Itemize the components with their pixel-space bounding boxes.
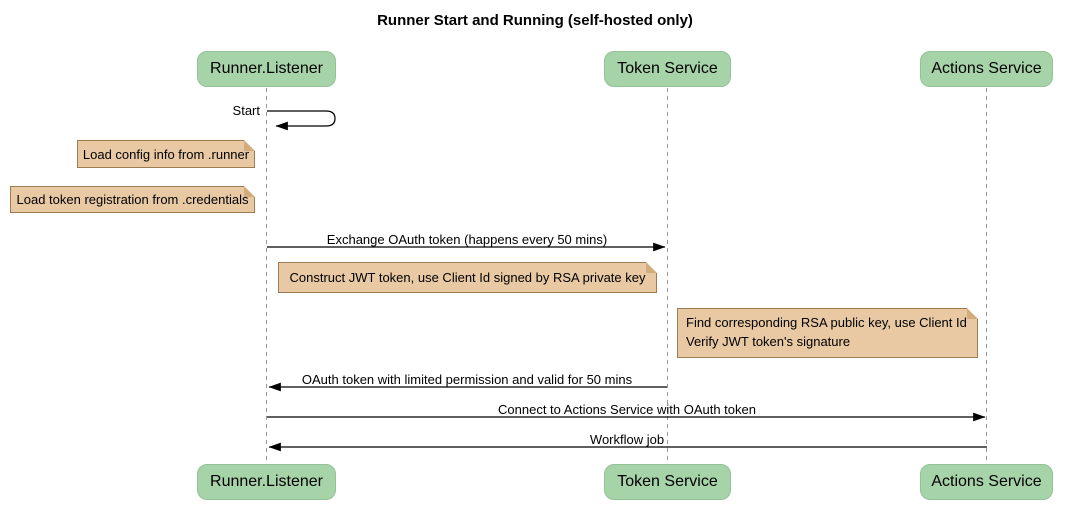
participant-actions-service-top: Actions Service xyxy=(920,51,1053,87)
participant-runner-listener-top: Runner.Listener xyxy=(197,51,336,87)
message-label-workflow-job: Workflow job xyxy=(589,432,665,447)
note-verify-jwt: Find corresponding RSA public key, use C… xyxy=(677,308,978,358)
note-load-config: Load config info from .runner xyxy=(77,140,255,168)
message-label-connect-actions: Connect to Actions Service with OAuth to… xyxy=(498,402,756,417)
note-construct-jwt: Construct JWT token, use Client Id signe… xyxy=(278,262,657,293)
note-verify-jwt-line1: Find corresponding RSA public key, use C… xyxy=(686,315,967,331)
diagram-title: Runner Start and Running (self-hosted on… xyxy=(377,12,693,29)
note-load-token-registration: Load token registration from .credential… xyxy=(10,186,255,213)
participant-token-service-top: Token Service xyxy=(604,51,731,87)
participant-runner-listener-bottom: Runner.Listener xyxy=(197,464,336,500)
message-label-oauth-token-return: OAuth token with limited permission and … xyxy=(301,372,633,387)
self-message-arrow-start xyxy=(267,110,336,131)
message-label-start: Start xyxy=(232,103,260,118)
participant-actions-service-bottom: Actions Service xyxy=(920,464,1053,500)
participant-token-service-bottom: Token Service xyxy=(604,464,731,500)
note-verify-jwt-line2: Verify JWT token's signature xyxy=(686,334,851,349)
message-label-exchange-oauth: Exchange OAuth token (happens every 50 m… xyxy=(326,232,608,247)
